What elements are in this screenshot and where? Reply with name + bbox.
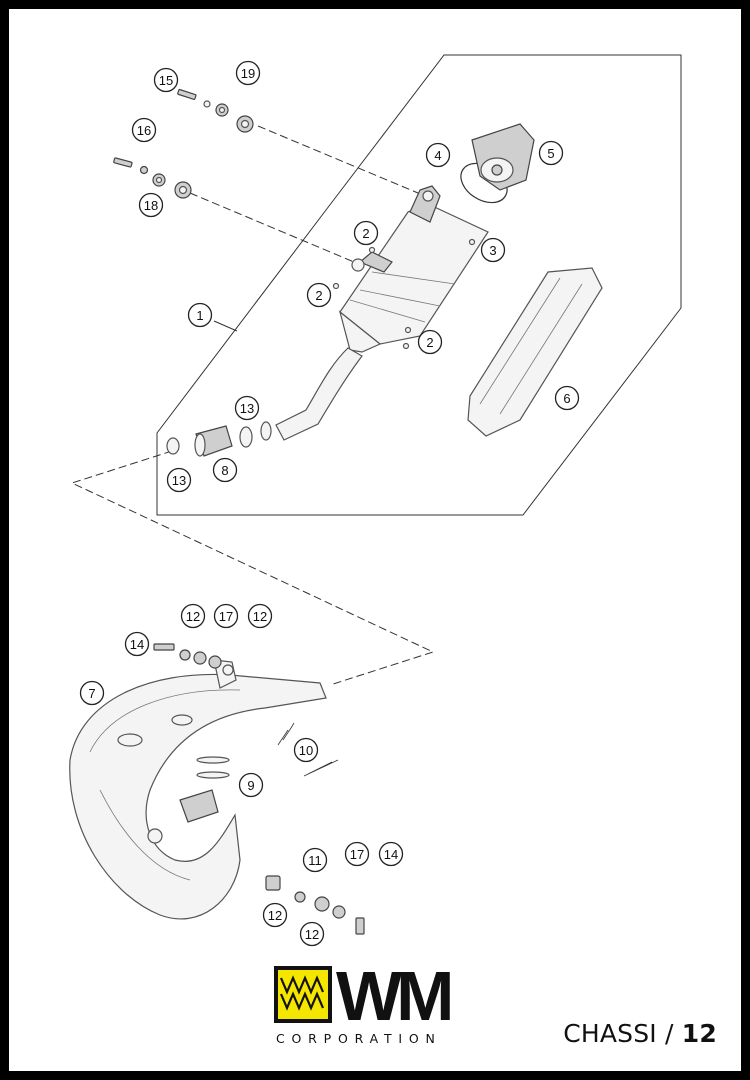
assembly-1-outline bbox=[156, 54, 682, 516]
callout-number: 17 bbox=[219, 609, 233, 624]
end-cap-5 bbox=[471, 123, 535, 191]
callout-12: 12 bbox=[180, 603, 206, 629]
callout-17: 17 bbox=[213, 603, 239, 629]
page-label: CHASSI / 12 bbox=[563, 1019, 717, 1048]
callout-number: 12 bbox=[305, 927, 319, 942]
callout-number: 1 bbox=[196, 308, 203, 323]
silencer-sleeve-6 bbox=[467, 267, 603, 437]
callout-number: 19 bbox=[241, 66, 255, 81]
callout-number: 4 bbox=[434, 148, 441, 163]
section-name: CHASSI / bbox=[563, 1019, 674, 1048]
callout-12: 12 bbox=[247, 603, 273, 629]
hardware-16-18 bbox=[113, 157, 192, 199]
callout-13: 13 bbox=[166, 467, 192, 493]
callout-8: 8 bbox=[212, 457, 238, 483]
expansion-chamber-7 bbox=[69, 659, 327, 920]
callout-number: 8 bbox=[221, 463, 228, 478]
logo-letters: WM bbox=[336, 957, 450, 1035]
callout-13: 13 bbox=[234, 395, 260, 421]
callout-number: 12 bbox=[268, 908, 282, 923]
callout-11: 11 bbox=[302, 847, 328, 873]
callout-2: 2 bbox=[417, 329, 443, 355]
callout-12: 12 bbox=[299, 921, 325, 947]
callout-number: 6 bbox=[563, 391, 570, 406]
callout-number: 14 bbox=[384, 847, 398, 862]
callout-18: 18 bbox=[138, 192, 164, 218]
callout-number: 10 bbox=[299, 743, 313, 758]
callout-number: 13 bbox=[172, 473, 186, 488]
callout-number: 13 bbox=[240, 401, 254, 416]
callout-2: 2 bbox=[353, 220, 379, 246]
springs-10 bbox=[277, 722, 339, 777]
callout-number: 3 bbox=[489, 243, 496, 258]
callout-number: 2 bbox=[362, 226, 369, 241]
callout-2: 2 bbox=[306, 282, 332, 308]
callout-number: 12 bbox=[253, 609, 267, 624]
callout-number: 2 bbox=[315, 288, 322, 303]
callout-number: 11 bbox=[308, 853, 322, 868]
hardware-15-19 bbox=[177, 88, 254, 133]
callout-5: 5 bbox=[538, 140, 564, 166]
callout-10: 10 bbox=[293, 737, 319, 763]
callout-number: 5 bbox=[547, 146, 554, 161]
hardware-lower-top bbox=[153, 643, 222, 669]
callout-12: 12 bbox=[262, 902, 288, 928]
callout-number: 16 bbox=[137, 123, 151, 138]
callout-number: 9 bbox=[247, 778, 254, 793]
bolt-line-19 bbox=[257, 125, 419, 194]
callout-number: 17 bbox=[350, 847, 364, 862]
callout-19: 19 bbox=[235, 60, 261, 86]
link-dashed-line bbox=[70, 450, 435, 686]
logo-corporation-text: CORPORATION bbox=[276, 1031, 442, 1046]
callout-14: 14 bbox=[378, 841, 404, 867]
callout-number: 15 bbox=[159, 73, 173, 88]
seals-8-13 bbox=[166, 421, 272, 457]
callout-number: 14 bbox=[130, 637, 144, 652]
silencer-body bbox=[275, 185, 489, 441]
callout-9: 9 bbox=[238, 772, 264, 798]
wm-logo-mark bbox=[274, 966, 332, 1023]
bolt-line-18 bbox=[189, 192, 355, 263]
o-rings-9 bbox=[196, 756, 230, 779]
callout-6: 6 bbox=[554, 385, 580, 411]
callout-1: 1 bbox=[187, 302, 213, 328]
callout-15: 15 bbox=[153, 67, 179, 93]
callout-number: 18 bbox=[144, 198, 158, 213]
callout-number: 7 bbox=[88, 686, 95, 701]
leader-1 bbox=[213, 320, 238, 332]
page-number: 12 bbox=[681, 1019, 717, 1048]
callout-14: 14 bbox=[124, 631, 150, 657]
callout-17: 17 bbox=[344, 841, 370, 867]
callout-3: 3 bbox=[480, 237, 506, 263]
hardware-lower-bottom bbox=[265, 875, 365, 935]
callout-4: 4 bbox=[425, 142, 451, 168]
callout-number: 2 bbox=[426, 335, 433, 350]
callout-16: 16 bbox=[131, 117, 157, 143]
callout-number: 12 bbox=[186, 609, 200, 624]
callout-7: 7 bbox=[79, 680, 105, 706]
